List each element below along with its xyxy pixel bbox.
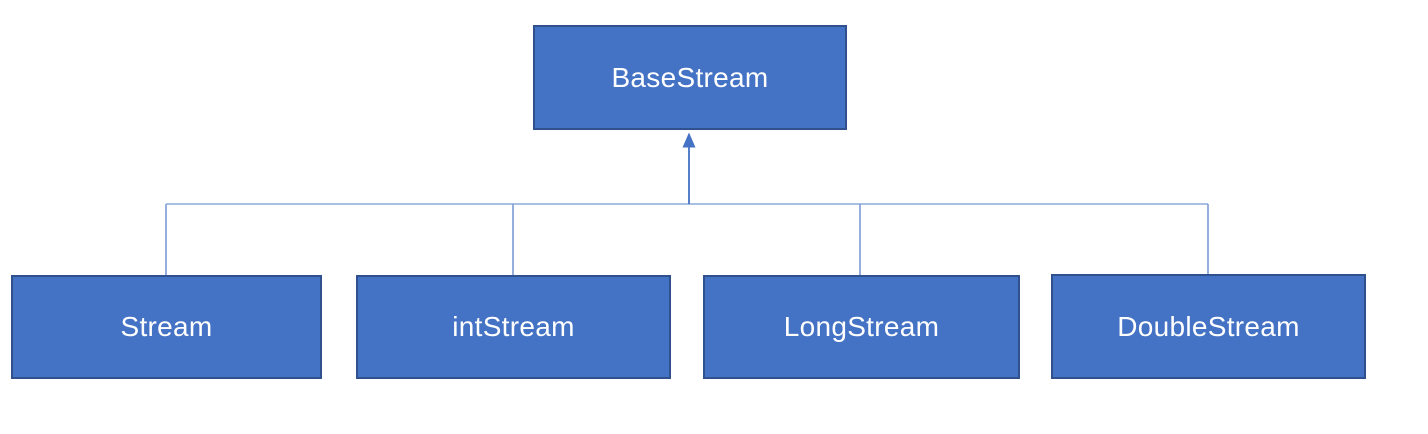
- node-longstream-label: LongStream: [783, 311, 940, 342]
- node-intstream: intStream: [356, 275, 671, 379]
- node-stream: Stream: [11, 275, 322, 379]
- inheritance-arrowhead-icon: [682, 132, 696, 148]
- node-intstream-label: intStream: [452, 311, 575, 342]
- node-stream-label: Stream: [120, 311, 213, 342]
- node-doublestream-label: DoubleStream: [1117, 310, 1300, 342]
- node-basestream: BaseStream: [533, 25, 847, 130]
- node-basestream-label: BaseStream: [611, 61, 769, 93]
- node-doublestream: DoubleStream: [1051, 274, 1366, 379]
- node-longstream: LongStream: [703, 275, 1020, 379]
